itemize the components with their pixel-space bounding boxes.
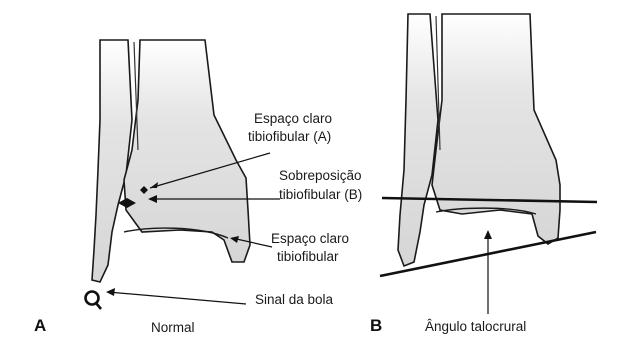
panel-a-caption: Normal [151, 320, 195, 335]
fibula-a [92, 40, 132, 282]
panel-b-caption: Ângulo talocrural [425, 319, 526, 334]
label-clear-space-a-2: tibiofibular (A) [248, 129, 331, 144]
label-clear-space-1: Espaço claro [271, 231, 349, 246]
label-clear-space-2: tibiofibular [277, 249, 339, 264]
panel-b-drawing [380, 14, 597, 314]
label-overlap-b-2: tibiofibular (B) [279, 187, 362, 202]
panel-a-drawing [86, 40, 281, 309]
fibula-b [398, 14, 438, 266]
label-overlap-b-1: Sobreposição [279, 168, 362, 183]
label-clear-space-a-1: Espaço claro [254, 111, 332, 126]
label-ball-sign: Sinal da bola [255, 292, 334, 307]
panel-a-letter: A [34, 316, 46, 335]
leader-ball-sign [108, 292, 246, 304]
panel-b-letter: B [370, 316, 382, 335]
